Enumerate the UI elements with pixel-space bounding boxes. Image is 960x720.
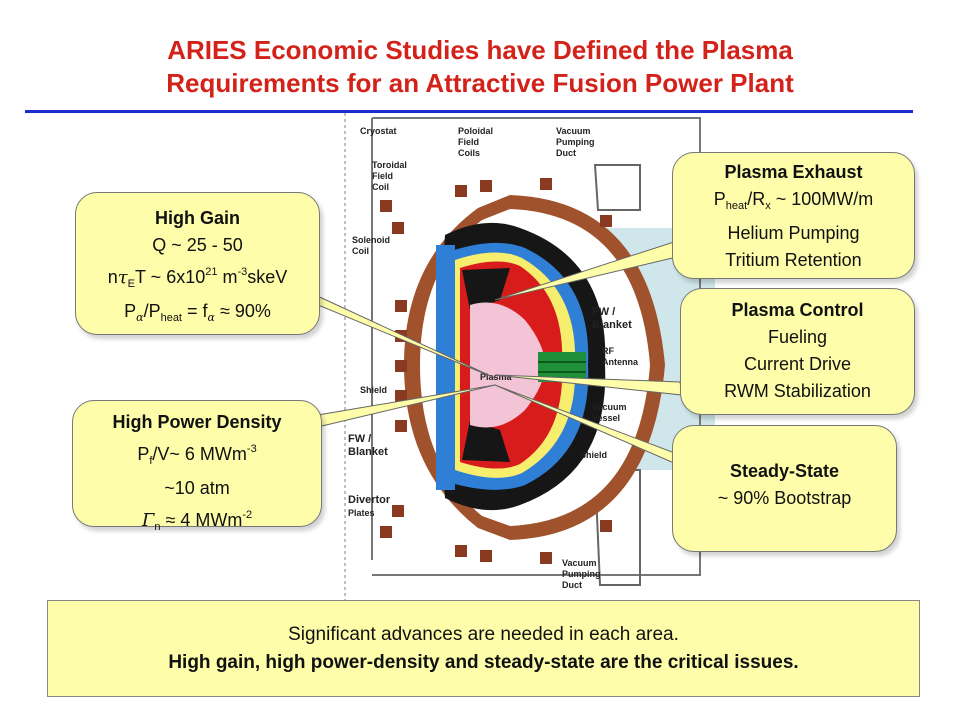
pf-coil xyxy=(392,505,404,517)
label-rf: RF xyxy=(602,346,614,356)
label-shield-right: Shield xyxy=(580,450,607,460)
pf-coil xyxy=(392,222,404,234)
rwm-stabilization: RWM Stabilization xyxy=(724,381,871,401)
fusion-power-density: Pf/V~ 6 MWm-3 xyxy=(137,443,257,467)
bootstrap-fraction: ~ 90% Bootstrap xyxy=(717,488,852,508)
page-title: ARIES Economic Studies have Defined the … xyxy=(0,34,960,100)
title-line-1: ARIES Economic Studies have Defined the … xyxy=(167,35,793,65)
pf-coil xyxy=(395,390,407,402)
label-cryostat: Cryostat xyxy=(360,126,397,136)
pf-coil xyxy=(380,200,392,212)
label-field-2: Field xyxy=(372,171,393,181)
callout-plasma-exhaust: Plasma Exhaust Pheat/Rx ~ 100MW/m Helium… xyxy=(672,152,915,279)
callout-steady-state: Steady-State ~ 90% Bootstrap xyxy=(672,425,897,552)
callout-plasma-control: Plasma Control Fueling Current Drive RWM… xyxy=(680,288,915,415)
label-pumping-bottom: Pumping xyxy=(562,569,601,579)
label-antenna: Antenna xyxy=(602,357,639,367)
pf-coil xyxy=(600,215,612,227)
title-line-2: Requirements for an Attractive Fusion Po… xyxy=(166,68,794,98)
callout-high-gain: High Gain Q ~ 25 - 50 nτET ~ 6x1021 m-3s… xyxy=(75,192,320,335)
callout-pointers xyxy=(299,239,692,472)
label-vessel: Vessel xyxy=(592,413,620,423)
high-power-heading: High Power Density xyxy=(112,412,282,432)
poloidal-coils xyxy=(380,178,612,564)
pf-coil xyxy=(380,526,392,538)
callout-high-power-density: High Power Density Pf/V~ 6 MWm-3 ~10 atm… xyxy=(72,400,322,533)
heat-flux: Pheat/Rx ~ 100MW/m xyxy=(713,189,874,212)
steady-heading: Steady-State xyxy=(729,461,840,481)
fueling: Fueling xyxy=(767,327,828,347)
label-coil-2: Coil xyxy=(352,246,369,256)
pf-coil xyxy=(455,545,467,557)
helium-pumping: Helium Pumping xyxy=(727,223,860,243)
control-heading: Plasma Control xyxy=(731,300,864,320)
label-poloidal: Poloidal xyxy=(458,126,493,136)
pf-coil xyxy=(600,520,612,532)
alpha-ratio: Pα/Pheat = fα ≈ 90% xyxy=(124,301,271,324)
pf-coil xyxy=(455,185,467,197)
label-duct-top: Duct xyxy=(556,148,576,158)
pf-coil xyxy=(395,300,407,312)
label-duct-bottom: Duct xyxy=(562,580,582,590)
pf-coil xyxy=(540,552,552,564)
pf-coil xyxy=(540,178,552,190)
pressure-value: ~10 atm xyxy=(164,478,230,498)
label-pumping-top: Pumping xyxy=(556,137,595,147)
summary-line-2: High gain, high power-density and steady… xyxy=(168,652,799,673)
label-field: Field xyxy=(458,137,479,147)
summary-line-1: Significant advances are needed in each … xyxy=(288,624,679,645)
label-coil: Coil xyxy=(372,182,389,192)
label-plates: Plates xyxy=(348,508,375,518)
divertor-lower xyxy=(462,420,510,462)
summary-box: Significant advances are needed in each … xyxy=(47,600,920,697)
high-gain-heading: High Gain xyxy=(155,208,240,228)
label-toroidal: Toroidal xyxy=(372,160,407,170)
neutron-wall-load: Γn ≈ 4 MWm-2 xyxy=(141,509,253,533)
pf-coil xyxy=(395,420,407,432)
current-drive: Current Drive xyxy=(743,354,852,374)
label-coils: Coils xyxy=(458,148,480,158)
label-blanket-right: Blanket xyxy=(592,319,632,331)
pf-coil xyxy=(480,180,492,192)
title-divider xyxy=(25,110,913,113)
label-solenoid: Solenoid xyxy=(352,235,390,245)
label-vacuum-top: Vacuum xyxy=(556,126,591,136)
plasma xyxy=(470,302,545,428)
label-vacuum-vessel: Vacuum xyxy=(592,402,627,412)
vacuum-duct-top xyxy=(593,164,641,211)
pf-coil xyxy=(480,550,492,562)
label-plasma: Plasma xyxy=(480,372,513,382)
label-divertor: Divertor xyxy=(348,494,391,506)
label-fw-right: FW / xyxy=(592,306,615,318)
exhaust-heading: Plasma Exhaust xyxy=(724,162,863,182)
triple-product: nτET ~ 6x1021 m-3skeV xyxy=(107,266,288,290)
gain-q-value: Q ~ 25 - 50 xyxy=(152,235,243,255)
label-fw-left: FW / xyxy=(348,433,371,445)
label-blanket-left: Blanket xyxy=(348,446,388,458)
label-vacuum-bottom: Vacuum xyxy=(562,558,597,568)
tritium-retention: Tritium Retention xyxy=(725,250,862,270)
pf-coil xyxy=(395,360,407,372)
label-shield-left: Shield xyxy=(360,385,387,395)
